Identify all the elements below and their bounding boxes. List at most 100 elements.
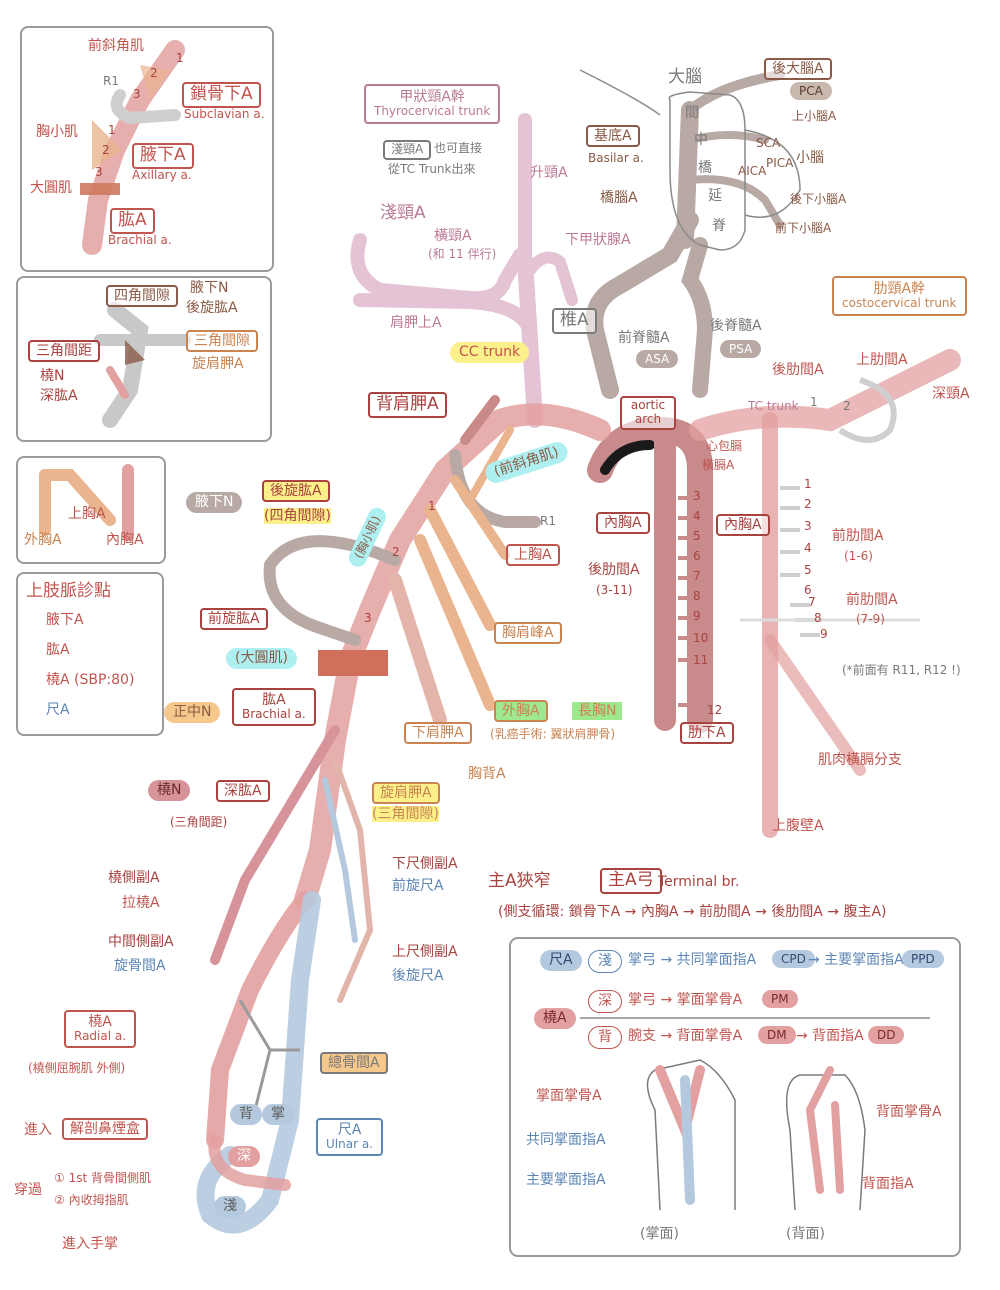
palm-hand-outline [646,1059,736,1211]
hand-row3: 腕支 → 背面掌骨A [628,1028,743,1044]
p1-axillary-en: Axillary a. [132,168,192,182]
brainstem-outline [668,91,746,251]
ant-ulnar-recurrent: 前旋尺A [392,878,444,894]
brainstem-3: 橋 [698,160,712,176]
rib-l-12: 12 [707,703,723,717]
radial-line3-pre: 穿過 [14,1182,42,1198]
rib-l-10: 10 [693,631,709,645]
brachial-box: 肱A Brachial a. [232,688,316,726]
superior-thoracic-branch [450,475,510,560]
superficial-cervical-label: 淺頸A [380,203,426,223]
p1-seg3: 3 [95,165,103,179]
palmar-arch-loop [208,1134,291,1191]
inf-ulnar-collateral: 下尺側副A [392,856,458,872]
axilla-seg2: 2 [392,545,400,559]
rib-l-4: 4 [693,509,701,523]
transverse-note: (和 11 伴行) [428,247,497,261]
aortic-arch-inner [600,440,655,475]
aica-zh: 前下小腦A [775,221,832,235]
right-subclavian [689,349,961,441]
panel-pulse-frame [16,572,164,736]
subcostal-box: 肋下A [680,722,734,745]
basilar-en: Basilar a. [588,151,644,165]
rib-l-7: 7 [693,569,701,583]
hand-palmar-metacarpal: 掌面掌骨A [536,1088,602,1104]
post-circ-note: (四角間隙) [264,508,331,525]
transverse-cervical-label: 橫頸A [434,228,472,244]
teres-major-band [318,650,388,676]
thorax-num-2: 2 [843,399,851,413]
hand-row3b: → 背面指A [796,1028,864,1044]
p2-quad-1: 腋下N [190,280,229,296]
pca-pill: PCA [790,82,832,101]
radial-line3-b: ② 內收拇指肌 [54,1193,129,1207]
stenosis-title-box: 主A弓 [600,868,662,894]
hand-cpd: CPD [772,950,815,969]
pulse-item-2: 肱A [46,642,70,658]
thoracoacromial-box: 胸肩峰A [494,622,562,645]
cc-trunk-pill: CC trunk [450,342,530,363]
basilar-artery [676,101,699,249]
axilla-r1: R1 [540,514,556,528]
cerebellum-outline [744,129,801,218]
brainstem-1: 間 [685,105,699,121]
transverse-cervical-artery [350,233,527,306]
back-hand-artery-red [805,1066,844,1194]
p3-internal: 內胸A [106,532,144,548]
rib-r-7: 7 [808,595,816,609]
p3-superior: 上胸A [68,506,106,522]
stenosis-title-b: Terminal br. [658,874,740,890]
dorsal-scapular-box: 背肩胛A [368,392,447,418]
p1-scalene: 前斜角肌 [88,38,144,54]
radial-n-pill: 橈N [148,780,191,801]
thyrocervical-en: Thyrocervical trunk [374,104,491,119]
p1-num3: 3 [133,87,141,101]
pericardiophrenic-1: 心包膈 [706,439,743,453]
deep-cervical-loop [838,377,897,443]
radial-title-en: Radial a. [74,1029,127,1044]
post-ulnar-recurrent: 後旋尺A [392,968,444,984]
circ-scapular-note: (三角間隙) [372,806,439,823]
superior-thoracic-box: 上胸A [506,544,560,567]
radial-line3-a: ① 1st 背骨間側肌 [54,1171,151,1185]
pulse-item-4: 尺A [46,702,70,718]
tag-palm: 掌 [262,1104,294,1125]
note-line2: 從TC Trunk出來 [388,162,476,176]
palm-hand-artery-red [655,1065,705,1146]
p1-num2: 2 [150,66,158,80]
musculophrenic-right [764,634,866,776]
hand-row2: 掌弓 → 掌面掌骨A [628,992,743,1008]
panel-scalene-shape [140,65,170,100]
thyrocervical-box: 甲狀頸A幹 Thyrocervical trunk [364,84,501,124]
p2-tri-interval-2: 深肱A [40,388,78,404]
panel-thoracic-orange [39,469,116,526]
deep-brachial-branch [210,725,340,965]
sup-ulnar-collateral: 上尺側副A [392,944,458,960]
hand-ulnar-label: 尺A [540,950,582,971]
rib-r-2: 2 [804,497,812,511]
circ-scapular-box: 旋肩胛A [372,782,440,805]
cerebrum-label: 大腦 [668,67,702,87]
pica-label: PICA [766,156,794,170]
rib-r-4: 4 [804,541,812,555]
panel-teres-major-shape [80,183,120,195]
hand-panel-frame [509,937,961,1257]
lateral-thoracic-box: 外胸A [494,700,548,723]
radial-line2-pre: 進入 [24,1122,52,1138]
rib-l-6: 6 [693,549,701,563]
ant-circ-box: 前旋肱A [200,608,268,631]
hand-dd: DD [868,1026,905,1045]
hand-dm: DM [758,1026,796,1045]
brachial-en: Brachial a. [242,707,306,722]
cerebellum-label: 小腦 [796,150,824,166]
brainstem-4: 延 [708,188,722,204]
inferior-thyroid-artery [524,251,578,306]
vertebral-box: 椎A [552,308,597,334]
rib-l-3: 3 [693,489,701,503]
circumflex-humeral-loop [263,535,401,646]
p1-num1: 1 [176,51,184,65]
aica-pica-branch [686,175,784,229]
p1-axillary-box: 腋下A [132,143,194,169]
radial-title-zh: 橈A [88,1014,112,1030]
radial-collateral: 橈側副A [108,870,160,886]
